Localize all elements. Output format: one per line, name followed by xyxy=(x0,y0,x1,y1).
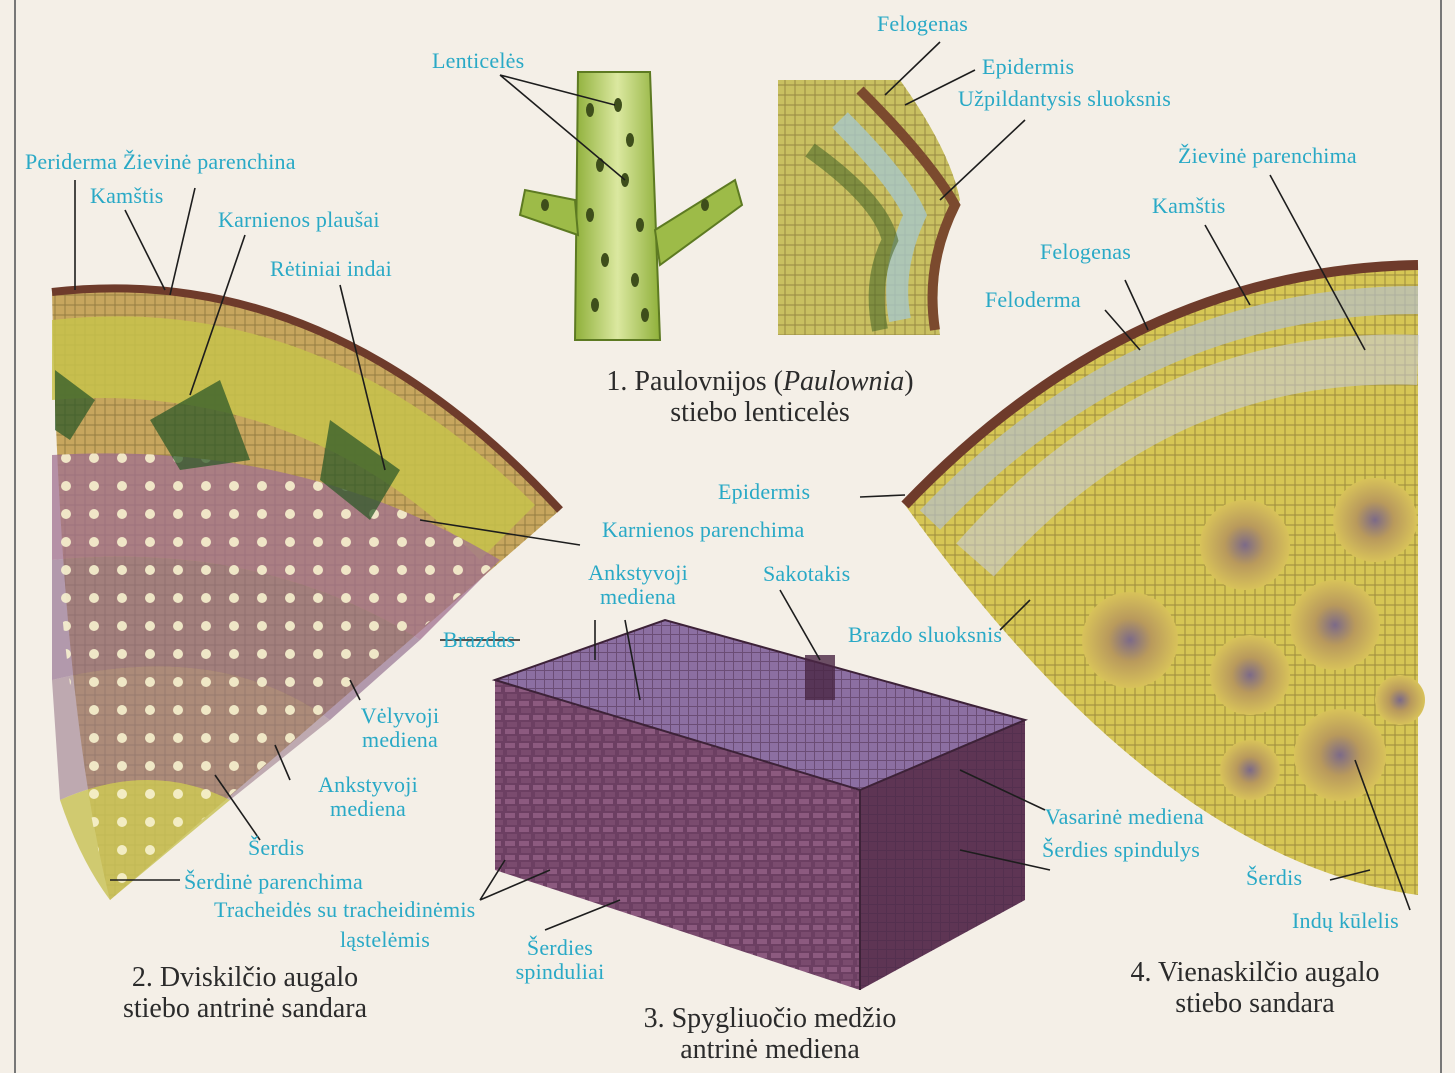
label-indu-kulelis: Indų kūlelis xyxy=(1292,909,1399,933)
label-brazdo-sluoksnis: Brazdo sluoksnis xyxy=(848,623,1002,647)
label-ankstyvoji-top-line2: mediena xyxy=(568,585,708,609)
label-tracheides-line2: ląstelėmis xyxy=(340,928,430,952)
label-ankstyvoji-mediena-top: Ankstyvoji mediena xyxy=(568,561,708,609)
label-serdis-left: Šerdis xyxy=(248,836,304,860)
label-vasarine-mediena: Vasarinė mediena xyxy=(1045,805,1204,829)
caption-fig1: 1. Paulovnijos (Paulownia) stiebo lentic… xyxy=(520,366,1000,428)
caption-fig3-line2: antrinė mediena xyxy=(560,1034,980,1065)
caption-fig1-line2: stiebo lenticelės xyxy=(520,397,1000,428)
label-tracheides-line1: Tracheidės su tracheidinėmis xyxy=(214,898,475,922)
caption-fig4-line2: stiebo sandara xyxy=(1050,988,1455,1019)
label-ankstyvoji-left-line2: mediena xyxy=(298,797,438,821)
fig1-stem-drawing xyxy=(520,72,742,340)
label-velyvoji-line1: Vėlyvoji xyxy=(340,704,460,728)
caption-fig4-line1: 4. Vienaskilčio augalo xyxy=(1050,957,1455,988)
caption-fig1-latin: Paulownia xyxy=(783,366,904,397)
label-ankstyvoji-mediena-left: Ankstyvoji mediena xyxy=(298,773,438,821)
label-periderma-zievine-parenchina: Periderma Žievinė parenchina xyxy=(25,150,296,174)
caption-fig3-line1: 3. Spygliuočio medžio xyxy=(560,1003,980,1034)
caption-fig1-number: 1. Paulovnijos ( xyxy=(606,366,783,397)
caption-fig1-line1: 1. Paulovnijos (Paulownia) xyxy=(520,366,1000,397)
label-velyvoji-mediena: Vėlyvoji mediena xyxy=(340,704,460,752)
label-felogenas-top: Felogenas xyxy=(877,12,968,36)
label-epidermis-top: Epidermis xyxy=(982,55,1074,79)
label-serdies-spinduliai: Šerdies spinduliai xyxy=(490,936,630,984)
caption-fig2: 2. Dviskilčio augalo stiebo antrinė sand… xyxy=(40,962,450,1024)
label-zievine-parenchima-right: Žievinė parenchima xyxy=(1178,144,1357,168)
label-karnienos-parenchima: Karnienos parenchima xyxy=(602,518,805,542)
label-lenticeles: Lenticelės xyxy=(432,49,524,73)
label-karnienos-plausai: Karnienos plaušai xyxy=(218,208,380,232)
label-kamstis-right: Kamštis xyxy=(1152,194,1226,218)
caption-fig2-line1: 2. Dviskilčio augalo xyxy=(40,962,450,993)
caption-fig2-line2: stiebo antrinė sandara xyxy=(40,993,450,1024)
label-serdis-right: Šerdis xyxy=(1246,866,1302,890)
label-sakotakis: Sakotakis xyxy=(763,562,850,586)
caption-fig1-close: ) xyxy=(904,366,913,397)
label-serdies-spinduliai-line2: spinduliai xyxy=(490,960,630,984)
label-epidermis-mid: Epidermis xyxy=(718,480,810,504)
label-serdies-spinduliai-line1: Šerdies xyxy=(490,936,630,960)
label-ankstyvoji-left-line1: Ankstyvoji xyxy=(298,773,438,797)
label-kamstis-left: Kamštis xyxy=(90,184,164,208)
label-velyvoji-line2: mediena xyxy=(340,728,460,752)
label-serdies-spindulys: Šerdies spindulys xyxy=(1042,838,1200,862)
label-feloderma: Feloderma xyxy=(985,288,1081,312)
label-serdine-parenchima: Šerdinė parenchima xyxy=(184,870,363,894)
caption-fig3: 3. Spygliuočio medžio antrinė mediena xyxy=(560,1003,980,1065)
fig1-section-drawing xyxy=(778,80,960,335)
label-brazdas: Brazdas xyxy=(443,628,515,652)
caption-fig4: 4. Vienaskilčio augalo stiebo sandara xyxy=(1050,957,1455,1019)
label-uzpildantysis-sluoksnis: Užpildantysis sluoksnis xyxy=(958,87,1171,111)
label-ankstyvoji-top-line1: Ankstyvoji xyxy=(568,561,708,585)
label-felogenas-right: Felogenas xyxy=(1040,240,1131,264)
label-retiniai-indai: Rėtiniai indai xyxy=(270,257,392,281)
